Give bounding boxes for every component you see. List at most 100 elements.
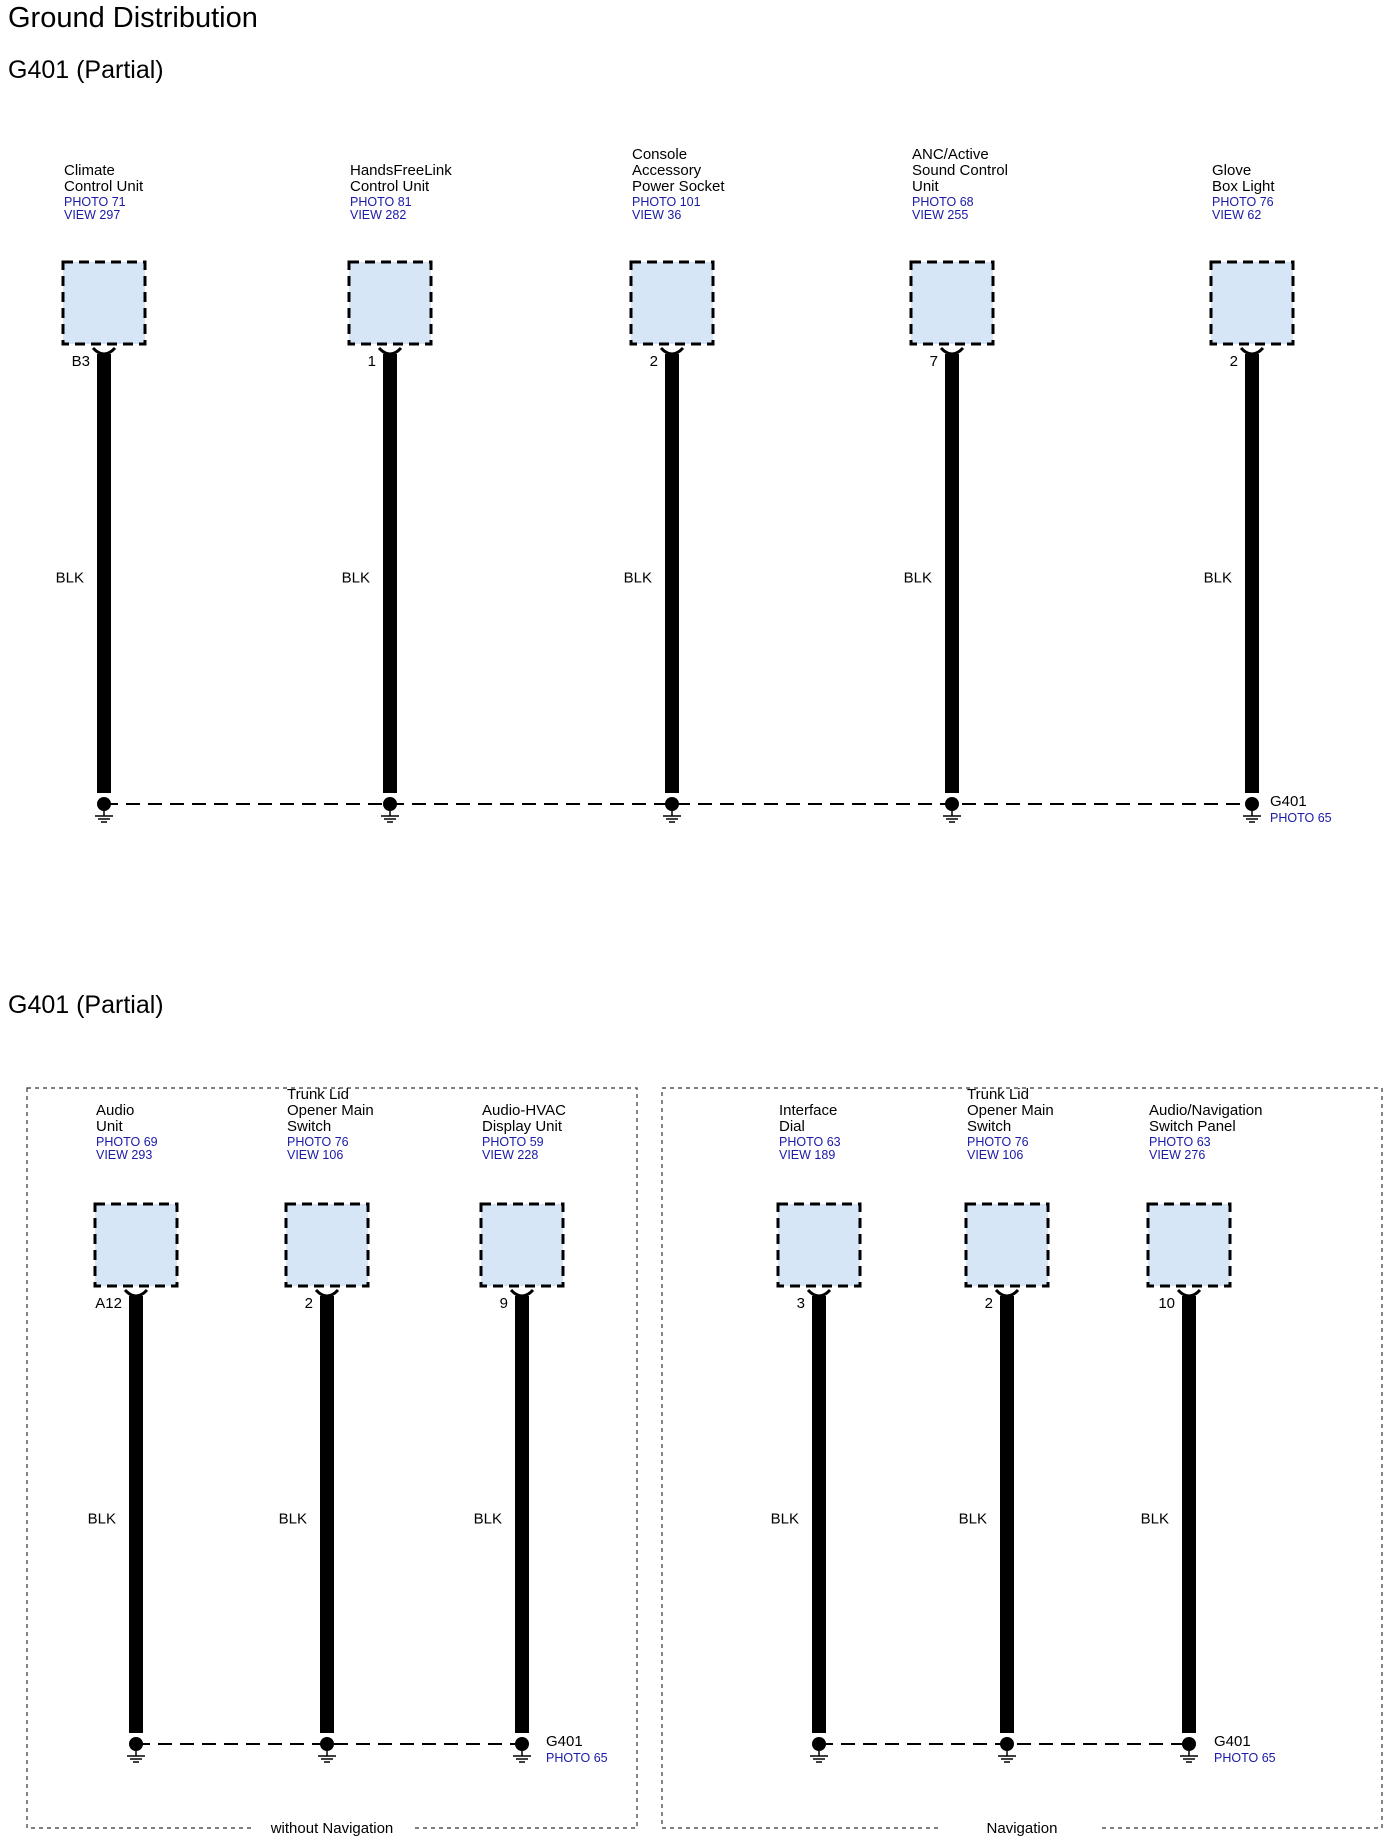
component-ref: PHOTO 81	[350, 195, 412, 209]
component-ref: PHOTO 76	[1212, 195, 1274, 209]
component-name-line: Console	[632, 146, 687, 163]
ground-ref: PHOTO 65	[546, 1751, 608, 1765]
component-ref: VIEW 189	[779, 1148, 835, 1162]
wire	[665, 354, 679, 793]
component-name-line: Trunk Lid	[287, 1086, 349, 1103]
pin-label: 2	[650, 353, 658, 370]
wire	[129, 1296, 143, 1733]
page-title: Ground Distribution	[8, 2, 258, 34]
ground-ref: PHOTO 65	[1214, 1751, 1276, 1765]
pin-label: 9	[500, 1295, 508, 1312]
component-name-line: Opener Main	[967, 1102, 1054, 1119]
component-ref: PHOTO 63	[779, 1135, 841, 1149]
ground-icon	[1180, 1737, 1198, 1763]
terminal-cap	[659, 346, 685, 356]
pin-label: 7	[930, 353, 938, 370]
ground-icon	[943, 797, 961, 823]
wire-color-label: BLK	[904, 570, 932, 587]
terminal-cap	[123, 1288, 149, 1298]
connector-box	[1146, 1202, 1232, 1288]
wire	[812, 1296, 826, 1733]
ground-icon	[381, 797, 399, 823]
terminal-cap	[314, 1288, 340, 1298]
component-ref: VIEW 36	[632, 208, 681, 222]
wire	[97, 354, 111, 793]
ground-name: G401	[1214, 1733, 1251, 1750]
component-name-line: Unit	[912, 178, 940, 195]
connector-box	[284, 1202, 370, 1288]
connector-box	[909, 260, 995, 346]
component-name-line: Dial	[779, 1118, 805, 1135]
wire-color-label: BLK	[279, 1511, 307, 1528]
section-title-1: G401 (Partial)	[8, 56, 164, 84]
component-ref: VIEW 276	[1149, 1148, 1205, 1162]
ground-icon	[1243, 797, 1261, 823]
ground-icon	[663, 797, 681, 823]
component-ref: PHOTO 71	[64, 195, 126, 209]
terminal-cap	[1176, 1288, 1202, 1298]
component-ref: VIEW 106	[287, 1148, 343, 1162]
pin-label: 2	[985, 1295, 993, 1312]
component-ref: VIEW 62	[1212, 208, 1261, 222]
component-name-line: HandsFreeLink	[350, 162, 452, 179]
component-name-line: Switch Panel	[1149, 1118, 1236, 1135]
connector-box	[629, 260, 715, 346]
option-label: without Navigation	[270, 1820, 394, 1837]
pin-label: B3	[72, 353, 90, 370]
component-name-line: Unit	[96, 1118, 124, 1135]
connector-box	[964, 1202, 1050, 1288]
wire-color-label: BLK	[474, 1511, 502, 1528]
wire	[945, 354, 959, 793]
component-name-line: Control Unit	[64, 178, 144, 195]
pin-label: A12	[95, 1295, 122, 1312]
component-ref: PHOTO 76	[967, 1135, 1029, 1149]
ground-icon	[318, 1737, 336, 1763]
component-name-line: Audio/Navigation	[1149, 1102, 1262, 1119]
option-label: Navigation	[987, 1820, 1058, 1837]
wire	[320, 1296, 334, 1733]
wire-color-label: BLK	[1204, 570, 1232, 587]
pin-label: 2	[1230, 353, 1238, 370]
wire	[383, 354, 397, 793]
frame-label-bg	[252, 1819, 412, 1837]
component-ref: PHOTO 63	[1149, 1135, 1211, 1149]
wire	[515, 1296, 529, 1733]
wire-color-label: BLK	[56, 570, 84, 587]
connector-box	[93, 1202, 179, 1288]
component-name-line: Climate	[64, 162, 115, 179]
ground-ref: PHOTO 65	[1270, 811, 1332, 825]
connector-box	[1209, 260, 1295, 346]
component-ref: VIEW 293	[96, 1148, 152, 1162]
component-name-line: Switch	[287, 1118, 331, 1135]
terminal-cap	[509, 1288, 535, 1298]
wire	[1182, 1296, 1196, 1733]
ground-icon	[127, 1737, 145, 1763]
component-name-line: Accessory	[632, 162, 702, 179]
frame-label-bg	[942, 1819, 1102, 1837]
component-name-line: Sound Control	[912, 162, 1008, 179]
terminal-cap	[377, 346, 403, 356]
component-name-line: Glove	[1212, 162, 1251, 179]
component-ref: VIEW 282	[350, 208, 406, 222]
connector-box	[347, 260, 433, 346]
terminal-cap	[806, 1288, 832, 1298]
section-title-2: G401 (Partial)	[8, 991, 164, 1019]
component-name-line: Opener Main	[287, 1102, 374, 1119]
connector-box	[479, 1202, 565, 1288]
component-ref: PHOTO 76	[287, 1135, 349, 1149]
pin-label: 10	[1158, 1295, 1175, 1312]
ground-icon	[998, 1737, 1016, 1763]
component-name-line: Power Socket	[632, 178, 725, 195]
